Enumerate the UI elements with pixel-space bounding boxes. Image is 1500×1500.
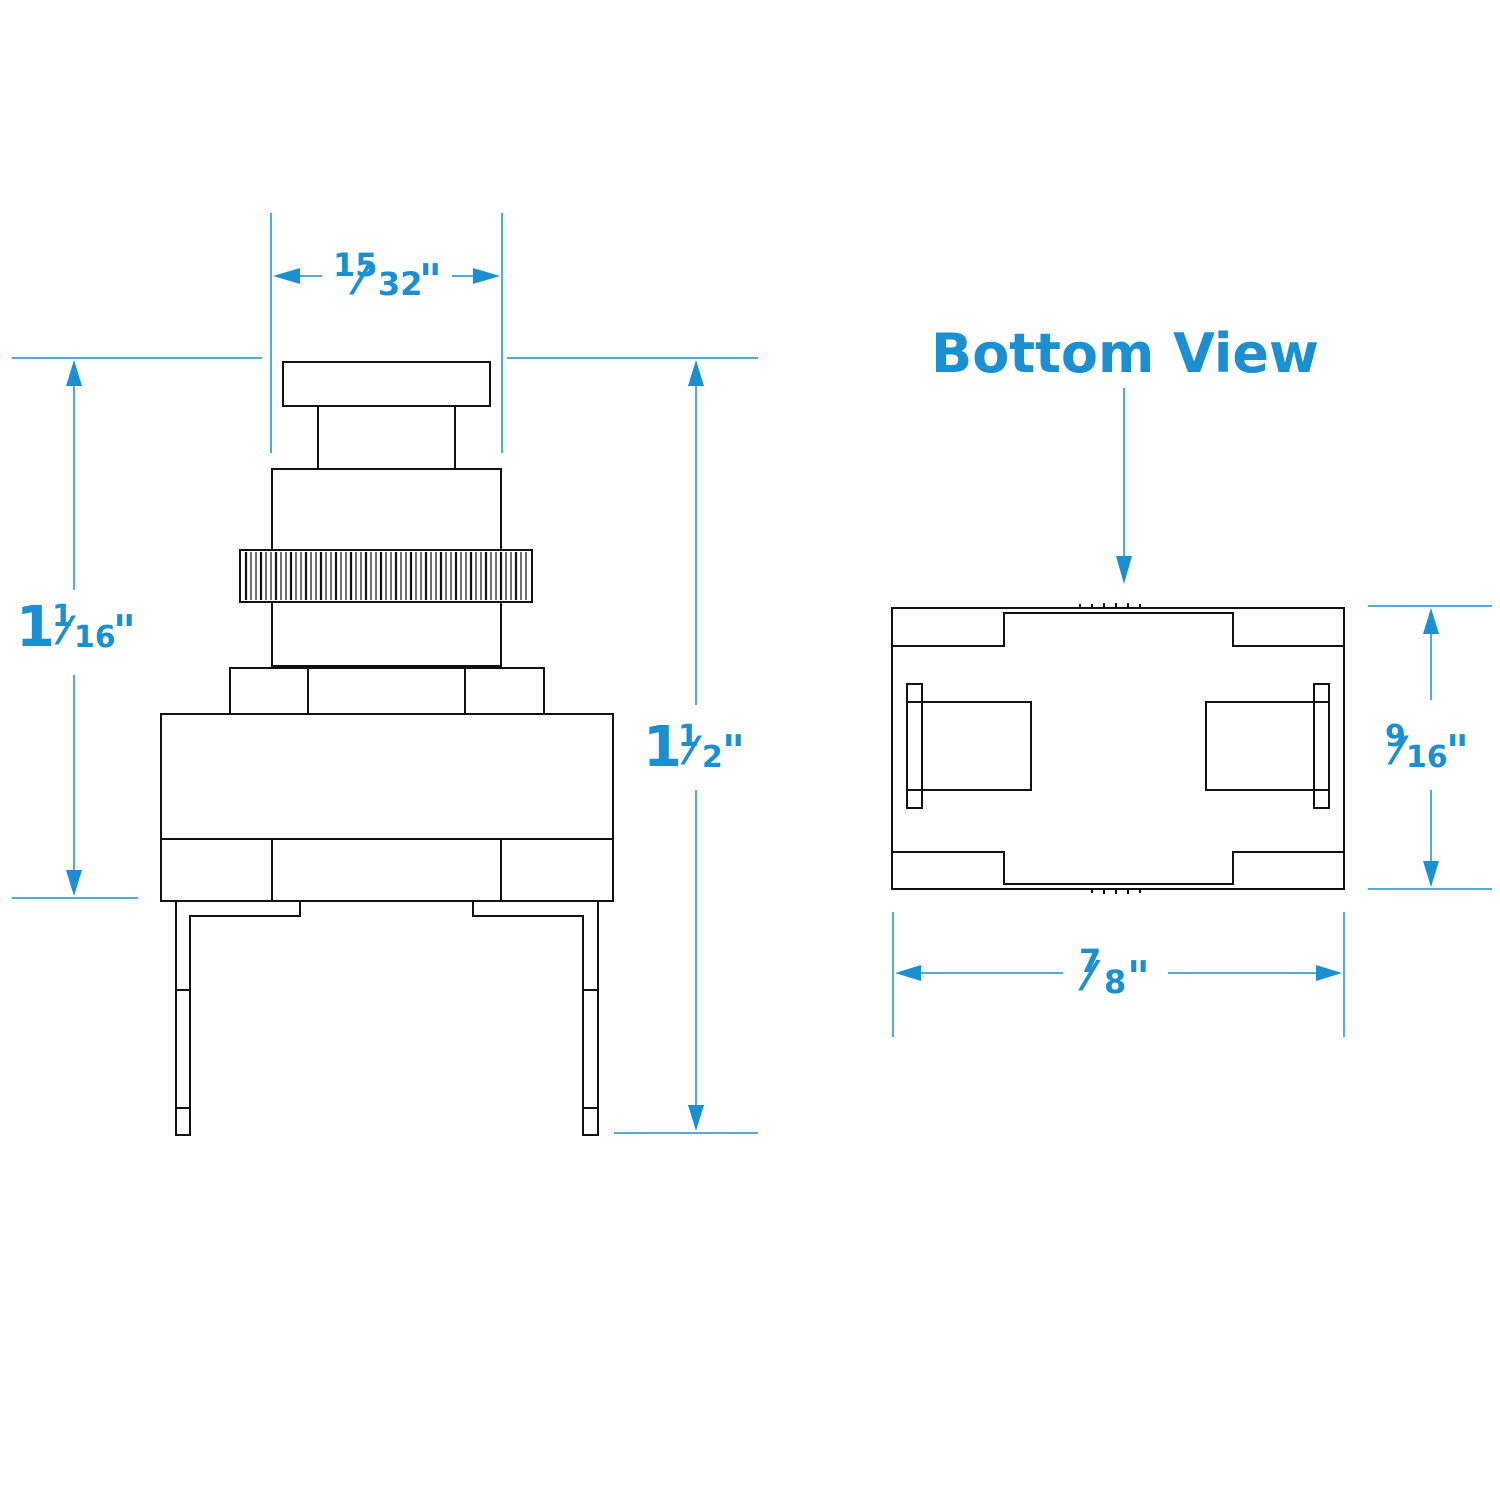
knurled-nut [239,549,533,603]
dim-bottom-width-denominator: 8 [1104,963,1126,1001]
dim-bottom-height-unit: " [1446,726,1469,777]
bottom-view-pointer-arrow [1116,556,1132,584]
dim-top-width-unit: " [419,255,442,306]
hex-nut [229,667,545,715]
dim-bottom-height-numerator: 9 [1385,719,1406,754]
dim-bottom-width-numerator: 7 [1079,942,1101,980]
dimension-top-width: 15 ⁄ 32 " [270,213,503,453]
dim-top-width-denominator: 32 [378,265,423,303]
dimension-left-height: 1 1 ⁄ 16 " [12,357,262,899]
dim-bottom-height-denominator: 16 [1406,740,1448,775]
plunger-stem [317,405,456,470]
button-cap [282,361,491,407]
dim-left-height-numerator: 1 [52,599,73,634]
dim-overall-height-numerator: 1 [678,719,699,754]
terminal-left [175,901,301,1136]
dim-left-height-whole: 1 [16,595,55,660]
switch-housing [160,713,614,902]
bottom-terminal-right [1205,683,1330,809]
dim-top-width-numerator: 15 [333,246,378,284]
dimension-bottom-width: 7 ⁄ 8 " [892,912,1345,1037]
dim-overall-height-denominator: 2 [702,740,723,775]
dim-overall-height-unit: " [722,726,745,777]
terminal-right [472,901,599,1136]
dim-left-height-denominator: 16 [74,620,116,655]
bottom-view-title: Bottom View [931,322,1319,385]
dim-bottom-width-unit: " [1127,952,1150,1003]
dimension-bottom-height: 9 ⁄ 16 " [1368,605,1492,890]
bottom-view: Bottom View [891,322,1492,1037]
bottom-terminal-left [906,683,1032,809]
dim-overall-height-whole: 1 [643,715,682,780]
side-view: 15 ⁄ 32 " 1 1 ⁄ 16 " 1 1 [12,213,758,1136]
dim-left-height-unit: " [113,606,136,657]
